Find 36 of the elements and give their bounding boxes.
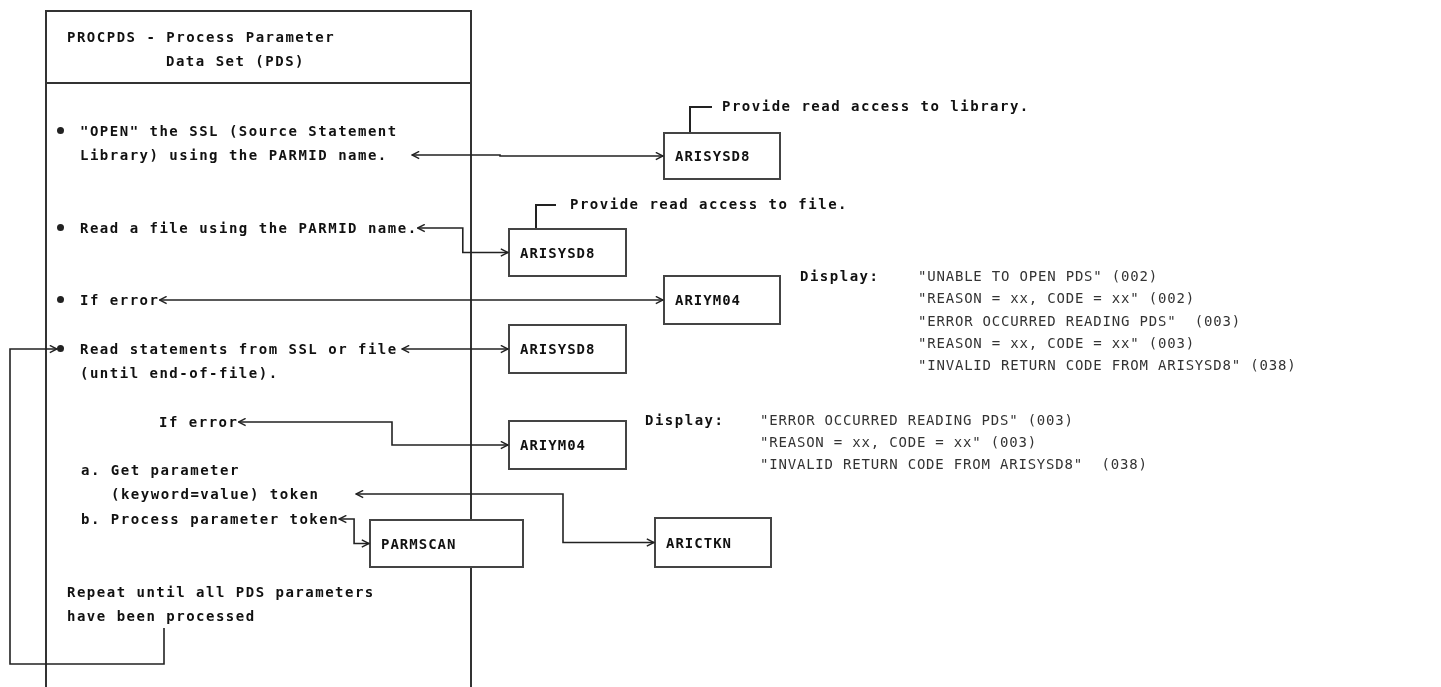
message-text: "REASON = xx, CODE = xx" (002) <box>918 290 1195 307</box>
message-text: "UNABLE TO OPEN PDS" (002) <box>918 268 1158 284</box>
module-box: PARMSCAN <box>369 519 524 568</box>
connector-arrow <box>338 514 370 548</box>
module-box: ARIYM04 <box>663 275 781 325</box>
message-text: "INVALID RETURN CODE FROM ARISYSD8" (038) <box>760 456 1148 472</box>
message-text: "ERROR OCCURRED READING PDS" (003) <box>918 312 1241 329</box>
module-box: ARISYSD8 <box>508 228 627 277</box>
message-text: "REASON = xx, CODE = xx" (003) <box>918 334 1195 351</box>
step-text: If error <box>80 291 160 310</box>
box-heading: PROCPDS - Process Parameter Data Set (PDS) <box>47 12 470 84</box>
annotation-text: Provide read access to library. <box>722 98 1030 114</box>
annotation-text: Provide read access to file. <box>570 196 848 212</box>
step-text: Read a file using the PARMID name. <box>80 219 418 238</box>
step-text: b. Process parameter token <box>81 510 340 529</box>
message-text: "ERROR OCCURRED READING PDS" (003) <box>760 412 1074 428</box>
process-box <box>45 10 472 687</box>
step-text: "OPEN" the SSL (Source Statement Library) using the PARMID name. <box>80 122 399 165</box>
step-text: Read statements from SSL or file (until end-of-file). <box>80 340 399 383</box>
step-text: Repeat until all PDS parameters have been processed <box>67 583 376 626</box>
connector-arrow <box>411 150 664 161</box>
step-text: If error <box>159 413 239 432</box>
annotation-text: Display: <box>800 268 880 284</box>
connector-arrow <box>158 295 664 305</box>
connector-arrow <box>9 344 165 665</box>
module-box: ARISYSD8 <box>663 132 781 180</box>
connector-arrow <box>355 489 655 547</box>
module-box: ARISYSD8 <box>508 324 627 374</box>
connector-arrow <box>401 344 509 354</box>
connector-arrow <box>237 417 509 450</box>
connector-arrow <box>416 223 509 257</box>
annotation-text: Display: <box>645 412 725 428</box>
module-box: ARICTKN <box>654 517 772 568</box>
module-box: ARIYM04 <box>508 420 627 470</box>
message-text: "REASON = xx, CODE = xx" (003) <box>760 434 1037 450</box>
message-text: "INVALID RETURN CODE FROM ARISYSD8" (038) <box>918 357 1297 374</box>
